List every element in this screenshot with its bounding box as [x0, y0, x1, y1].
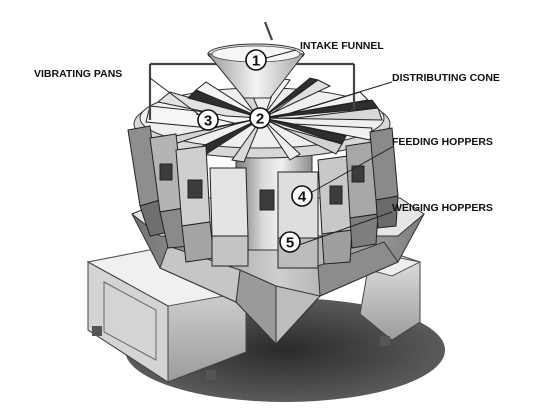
- callout-2: 2: [250, 108, 270, 128]
- label-feeding-hoppers: FEEDING HOPPERS: [392, 136, 493, 148]
- callout-5-number: 5: [286, 235, 294, 252]
- label-vibrating-pans: VIBRATING PANS: [34, 68, 122, 80]
- callout-1: 1: [246, 50, 266, 70]
- callout-3-number: 3: [204, 113, 212, 130]
- callout-4: 4: [292, 186, 312, 206]
- callout-5: 5: [280, 232, 300, 252]
- callout-1-number: 1: [252, 53, 260, 70]
- callout-2-number: 2: [256, 111, 264, 128]
- label-weighing-hoppers: WEIGING HOPPERS: [392, 202, 493, 214]
- label-distributing-cone: DISTRIBUTING CONE: [392, 72, 500, 84]
- callout-4-number: 4: [298, 189, 307, 206]
- callout-3: 3: [198, 110, 218, 130]
- label-intake-funnel: INTAKE FUNNEL: [300, 40, 384, 52]
